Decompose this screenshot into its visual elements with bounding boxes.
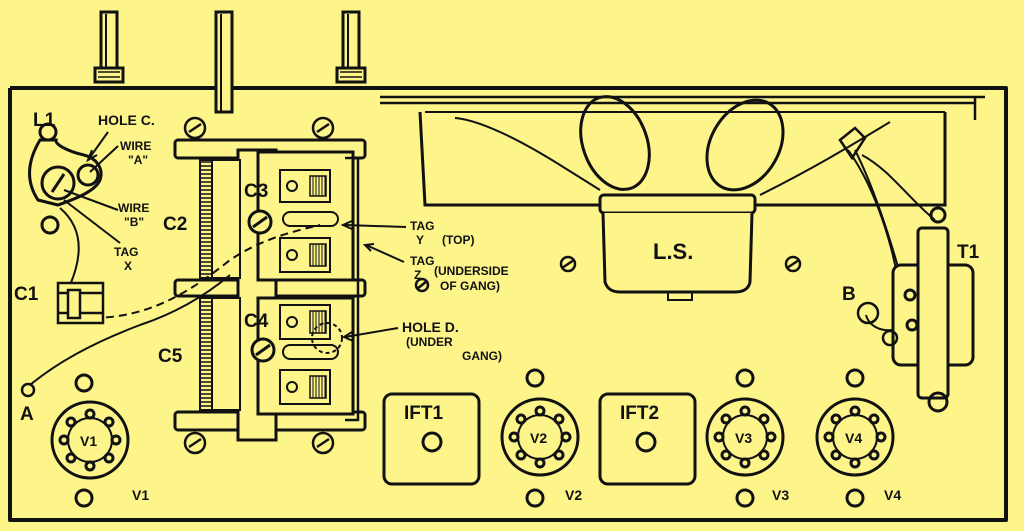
screw-mount: [414, 255, 802, 293]
hole-d: [311, 322, 343, 354]
label-tag-x-2: X: [124, 259, 132, 273]
valve-socket-v3: [705, 368, 785, 508]
label-c3: C3: [244, 181, 268, 202]
spindle-center: [214, 10, 234, 114]
valve-socket-v2: [500, 368, 580, 508]
label-t1: T1: [957, 242, 980, 263]
label-tag-y-2: Y: [416, 233, 424, 247]
label-v1: V1: [132, 487, 149, 503]
label-c5: C5: [158, 346, 183, 367]
valve-marking-v1: V1: [80, 433, 97, 449]
loudspeaker-frame: [418, 111, 947, 207]
ift1-can: [382, 392, 481, 486]
label-wire-a-2: "A": [128, 153, 148, 167]
label-hole-d-3: GANG): [462, 349, 502, 363]
valve-marking-v4: V4: [845, 430, 862, 446]
label-v2: V2: [565, 487, 582, 503]
label-hole-d-2: (UNDER: [406, 335, 453, 349]
leader-lines: [63, 131, 407, 342]
label-hole-c: HOLE C.: [98, 112, 155, 128]
label-wire-b-1: WIRE: [118, 201, 149, 215]
loudspeaker-slots: [579, 95, 785, 192]
label-wire-b-2: "B": [124, 215, 144, 229]
loudspeaker-label: L.S.: [653, 239, 693, 264]
loudspeaker-magnet: [598, 193, 757, 301]
transformer-t1: [891, 206, 975, 413]
terminal-a: [20, 382, 36, 398]
label-ift1: IFT1: [404, 403, 443, 424]
label-tag-z-3: (UNDERSIDE: [434, 264, 509, 278]
label-l1: L1: [33, 110, 56, 131]
label-ift2: IFT2: [620, 403, 659, 424]
label-tag-z-2: Z: [414, 268, 421, 282]
label-tag-z-1: TAG: [410, 254, 434, 268]
tag-strip: [838, 126, 867, 161]
front-bracket: [380, 95, 985, 120]
label-tag-z-4: OF GANG): [440, 279, 500, 293]
label-b: B: [842, 284, 856, 305]
coil-l1: [28, 122, 103, 235]
gang-mounting-screws: [183, 116, 335, 455]
label-c4: C4: [244, 311, 269, 332]
spindle-left: [93, 10, 125, 84]
ift2-can: [598, 392, 697, 486]
label-tag-y-1: TAG: [410, 219, 434, 233]
spindle-right: [335, 10, 367, 84]
terminal-b: [856, 301, 899, 347]
label-v4: V4: [884, 487, 901, 503]
label-c1: C1: [14, 284, 39, 305]
gang-capacitor: [173, 138, 367, 442]
capacitor-c1: [56, 281, 105, 325]
valve-socket-v4: [815, 368, 895, 508]
chassis-outline: [8, 86, 1008, 522]
label-c2: C2: [163, 214, 187, 235]
valve-socket-v1: [50, 373, 130, 508]
label-hole-d-1: HOLE D.: [402, 319, 459, 335]
label-wire-a-1: WIRE: [120, 139, 151, 153]
label-a: A: [20, 404, 34, 425]
valve-marking-v2: V2: [530, 430, 547, 446]
label-tag-x-1: TAG: [114, 245, 138, 259]
valve-marking-v3: V3: [735, 430, 752, 446]
label-v3: V3: [772, 487, 789, 503]
label-tag-y-3: (TOP): [442, 233, 474, 247]
